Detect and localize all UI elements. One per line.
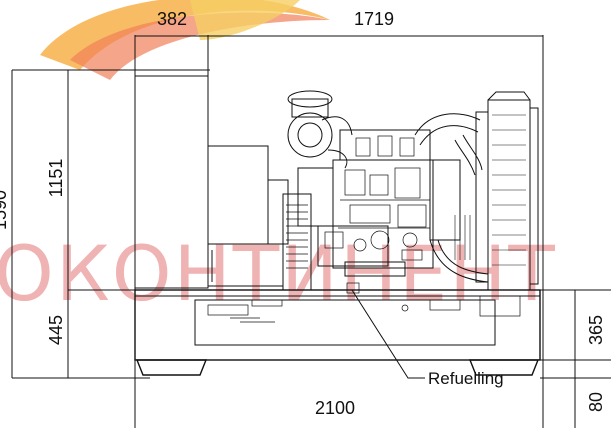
dimension-left-full: 1590 (0, 190, 10, 230)
dimension-top-right: 1719 (354, 9, 394, 29)
watermark-text: ОКОНТИНЕНТ (0, 229, 557, 318)
dimension-left-upper: 1151 (46, 159, 66, 198)
dimension-top-left: 382 (157, 9, 187, 29)
refuelling-label: Refuelling (428, 369, 504, 388)
dimension-left-lower: 445 (46, 315, 66, 345)
dimension-right-lower: 80 (586, 392, 606, 412)
brand-logo-watermark (40, 0, 330, 80)
dimension-bottom: 2100 (315, 398, 355, 418)
dimension-right-upper: 365 (586, 315, 606, 345)
